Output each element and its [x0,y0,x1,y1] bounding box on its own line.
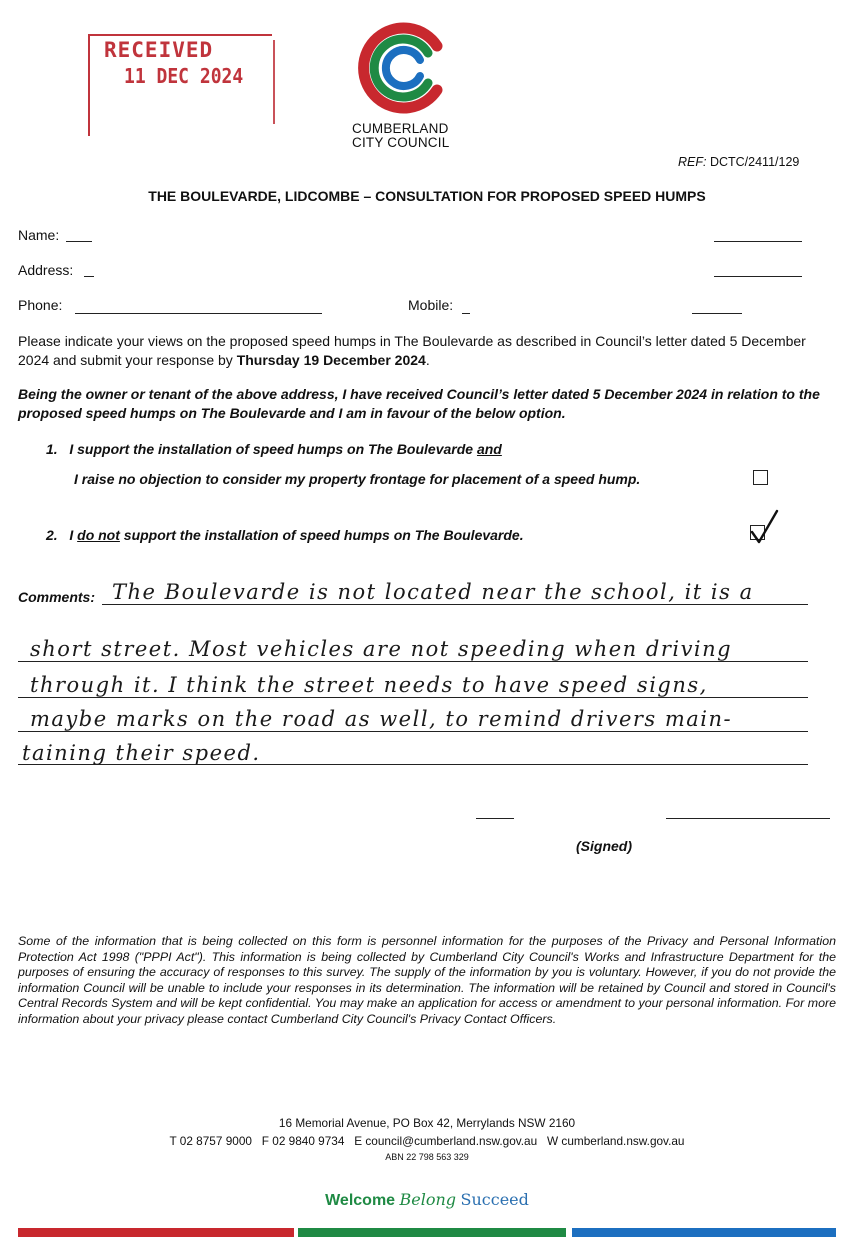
council-name-line1: CUMBERLAND [352,121,449,136]
response-deadline: Thursday 19 December 2024 [236,352,426,368]
option-2-emphasis: do not [77,527,120,543]
option-1-emphasis: and [476,441,502,457]
comments-line-1 [102,604,808,605]
checkmark-icon [750,509,779,544]
declaration: Being the owner or tenant of the above a… [18,386,820,421]
name-label: Name: [18,227,60,243]
mobile-label: Mobile: [408,297,454,313]
footer-bar-green [298,1228,566,1237]
option-2-text-end: support the installation of speed humps … [119,527,524,543]
comment-text-5: taining their speed. [22,741,261,765]
option-1: 1. I support the installation of speed h… [46,441,502,457]
mobile-line[interactable] [462,313,470,314]
comment-text-4: maybe marks on the road as well, to remi… [30,707,733,731]
signed-label: (Signed) [576,838,632,854]
received-stamp: RECEIVED 11 DEC 2024 [88,34,275,136]
comment-text-3: through it. I think the street needs to … [30,673,708,697]
option-2-text: I [69,527,78,543]
signature-line-end[interactable] [666,818,830,819]
stamp-date: 11 DEC 2024 [124,64,244,89]
option-2-number: 2. [46,527,58,543]
stamp-word: RECEIVED [104,38,214,62]
phone-label: Phone: [18,297,63,313]
reference: REF: DCTC/2411/129 [678,155,799,169]
slogan-welcome: Welcome [325,1192,396,1209]
slogan: Welcome Belong Succeed [0,1190,854,1210]
instructions-text: Please indicate your views on the propos… [18,333,806,368]
address-line[interactable] [84,276,94,277]
footer-bar-red [18,1228,294,1237]
footer-abn: ABN 22 798 563 329 [385,1152,469,1162]
comments-line-5 [18,764,808,765]
phone-line[interactable] [75,313,322,314]
option-1-checkbox[interactable] [753,470,768,485]
ref-value: DCTC/2411/129 [709,155,800,169]
instructions-end: . [425,352,430,368]
footer-bar-blue [572,1228,836,1237]
option-1-text: I support the installation of speed hump… [69,441,477,457]
comments-label: Comments: [18,589,96,605]
comment-text-1: The Boulevarde is not located near the s… [112,580,754,604]
name-line-end[interactable] [714,241,802,242]
privacy-notice: Some of the information that is being co… [18,934,836,1026]
council-name: CUMBERLAND CITY COUNCIL [352,122,449,150]
instructions: Please indicate your views on the propos… [18,332,834,370]
slogan-succeed: Succeed [460,1190,529,1209]
document-title: THE BOULEVARDE, LIDCOMBE – CONSULTATION … [148,188,706,204]
option-1-line2: I raise no objection to consider my prop… [74,471,641,487]
name-line[interactable] [66,241,92,242]
option-1-number: 1. [46,441,58,457]
comments-line-4 [18,731,808,732]
council-name-line2: CITY COUNCIL [352,135,450,150]
ref-label: REF: [678,155,707,169]
comments-line-3 [18,697,808,698]
address-line-end[interactable] [714,276,802,277]
signature-line[interactable] [476,818,514,819]
council-logo [358,22,443,114]
option-2: 2. I do not support the installation of … [46,527,524,543]
footer-address: 16 Memorial Avenue, PO Box 42, Merryland… [278,1116,576,1130]
comment-text-2: short street. Most vehicles are not spee… [30,637,733,661]
address-label: Address: [18,262,74,278]
mobile-line-end[interactable] [692,313,742,314]
slogan-belong: Belong [399,1190,457,1209]
comments-line-2 [18,661,808,662]
footer-contacts: T 02 8757 9000 F 02 9840 9734 E council@… [169,1134,685,1148]
